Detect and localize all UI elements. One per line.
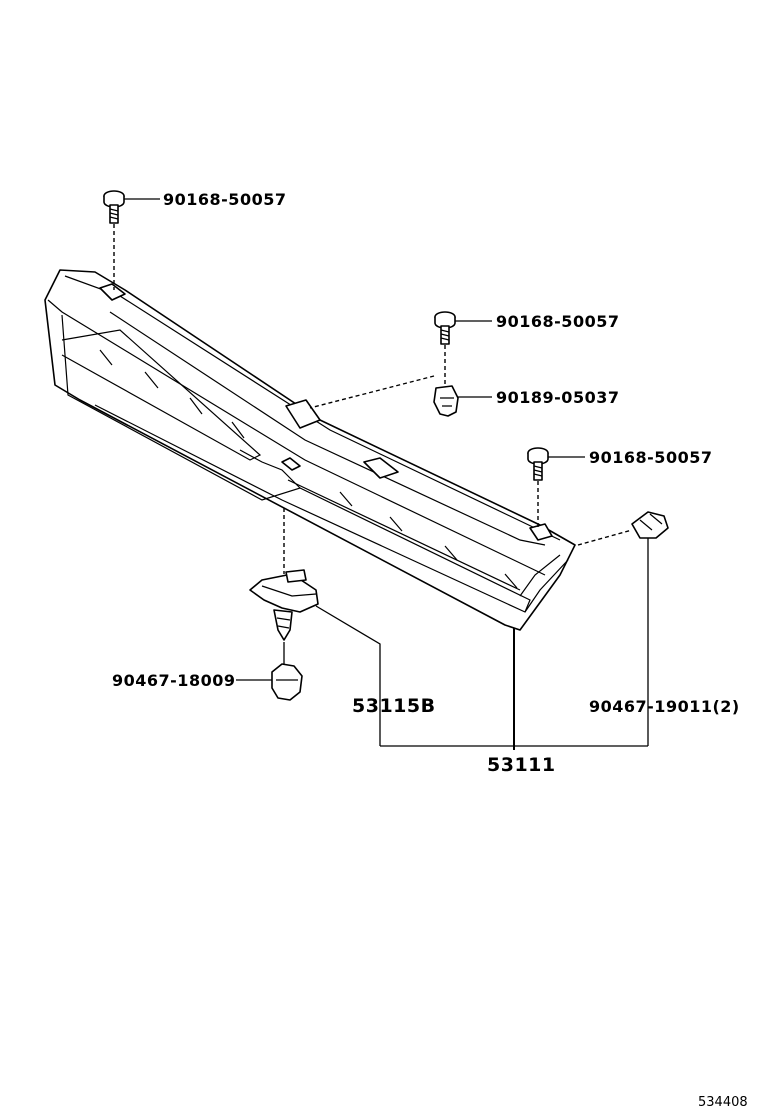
clip-nut-icon (433, 385, 459, 417)
part-label-clip-left: 90467-18009 (112, 671, 235, 690)
part-label-bolt-mid: 90168-50057 (496, 312, 619, 331)
clip-icon (631, 511, 669, 539)
radiator-grille-part (44, 269, 576, 631)
part-label-clip-right: 90467-19011(2) (589, 697, 740, 716)
part-label-bolt-right: 90168-50057 (589, 448, 712, 467)
part-label-bolt-top: 90168-50057 (163, 190, 286, 209)
bracket-icon (249, 569, 319, 641)
clip-icon (271, 663, 303, 701)
bolt-icon (527, 447, 549, 481)
part-label-nut-mid: 90189-05037 (496, 388, 619, 407)
diagram-reference-number: 534408 (698, 1095, 748, 1110)
bolt-icon (103, 190, 125, 224)
part-label-grille: 53111 (487, 754, 556, 776)
bolt-icon (434, 311, 456, 345)
part-label-bracket: 53115B (352, 695, 436, 717)
